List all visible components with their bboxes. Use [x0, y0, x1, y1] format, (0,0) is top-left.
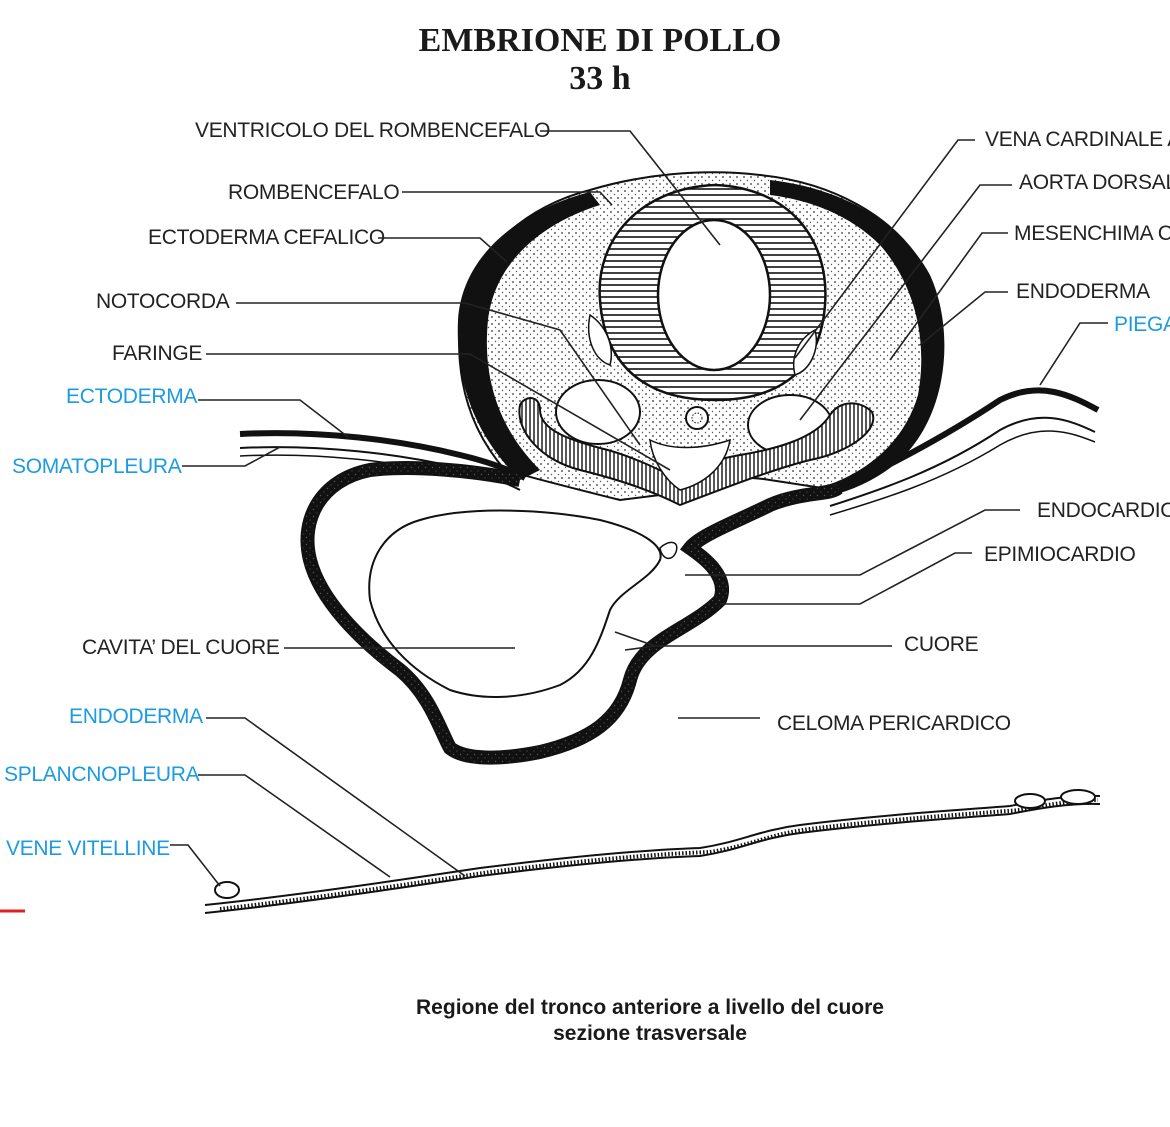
- label-vene-vitelline: VENE VITELLINE: [6, 837, 170, 860]
- label-piega: PIEGA: [1114, 313, 1170, 336]
- somatopleura-right: [829, 416, 1096, 507]
- leader-lines: [170, 130, 1108, 887]
- label-ventricolo: VENTRICOLO DEL ROMBENCEFALO: [195, 119, 551, 142]
- label-mesenchima: MESENCHIMA CE: [1014, 222, 1170, 245]
- vitelline-vein-left: [214, 881, 240, 899]
- label-somatopleura: SOMATOPLEURA: [12, 455, 182, 478]
- label-epimiocardio: EPIMIOCARDIO: [984, 543, 1136, 566]
- label-ectoderma: ECTODERMA: [66, 385, 198, 408]
- rombencefalo-ventricle: [656, 218, 772, 372]
- vitelline-vein-right-2: [1060, 789, 1096, 805]
- vitelline-vein-right-1: [1014, 793, 1046, 809]
- cardinal-vein-right: [793, 328, 817, 376]
- head-ectoderm-left: [457, 192, 600, 480]
- label-notocorda: NOTOCORDA: [96, 290, 230, 313]
- label-rombencefalo: ROMBENCEFALO: [228, 181, 400, 204]
- label-faringe: FARINGE: [112, 342, 203, 365]
- heart-endocardium: [368, 509, 662, 698]
- label-celoma: CELOMA PERICARDICO: [777, 712, 1011, 735]
- label-ectoderma-cefalico: ECTODERMA CEFALICO: [148, 226, 385, 249]
- label-cavita-cuore: CAVITA’ DEL CUORE: [82, 636, 280, 659]
- head-ectoderm-right: [770, 180, 945, 496]
- label-aorta-dorsale: AORTA DORSAL: [1019, 171, 1170, 194]
- ectoderm-left: [239, 430, 527, 481]
- caption-line-2: sezione trasversale: [553, 1022, 747, 1045]
- label-endoderma-left: ENDODERMA: [69, 705, 203, 728]
- caption-line-1: Regione del tronco anteriore a livello d…: [416, 996, 884, 1019]
- mesocardium: [659, 541, 678, 560]
- notochord: [685, 406, 709, 430]
- splanchnopleura-sheet: [204, 794, 1101, 906]
- dorsal-aorta-left: [555, 379, 641, 445]
- pharynx-lumen: [649, 438, 731, 491]
- ectoderm-right: [828, 387, 1100, 497]
- label-endocardio: ENDOCARDIO: [1037, 499, 1170, 522]
- label-cuore: CUORE: [904, 633, 979, 656]
- label-endoderma-right: ENDODERMA: [1016, 280, 1150, 303]
- diagram-subtitle: 33 h: [569, 60, 631, 97]
- cardinal-vein-left: [588, 313, 612, 366]
- label-vena-cardinale: VENA CARDINALE A: [985, 128, 1170, 151]
- diagram-title: EMBRIONE DI POLLO: [418, 22, 782, 59]
- label-splancnopleura: SPLANCNOPLEURA: [4, 763, 200, 786]
